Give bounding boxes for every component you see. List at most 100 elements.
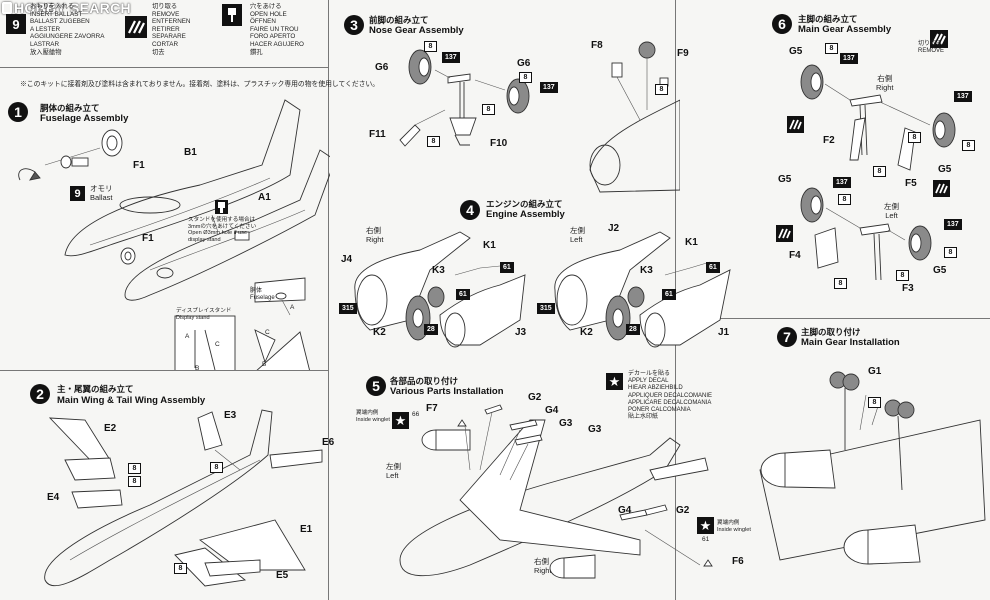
part-k1-right: K1 — [483, 240, 496, 251]
step-2-number: 2 — [30, 384, 50, 404]
part-f8: F8 — [591, 40, 603, 51]
step-6-title-en: Main Gear Assembly — [798, 24, 892, 35]
open-hole-icon — [222, 4, 242, 26]
part-e3: E3 — [224, 410, 237, 421]
decal-star-icon: ★ — [606, 373, 623, 390]
tag-g6-left-color: 8 — [424, 41, 437, 52]
stand-hole-icon — [215, 200, 228, 214]
step-2-title-en: Main Wing & Tail Wing Assembly — [57, 395, 206, 406]
part-g5-left-inner: G5 — [933, 265, 947, 276]
main-gear-drawing — [800, 64, 956, 281]
various-parts-drawing — [399, 404, 713, 579]
part-g5-left-outer: G5 — [778, 174, 792, 185]
step-6-number: 6 — [772, 14, 792, 34]
part-g2-lower: G2 — [676, 505, 690, 516]
part-f5: F5 — [905, 178, 917, 189]
remove-mark-right-1 — [787, 116, 804, 133]
tag-strut-color: 8 — [482, 104, 495, 115]
stand-label-c: C — [215, 341, 220, 348]
stand-part-label-b: B — [262, 361, 267, 368]
part-g3-lower: G3 — [588, 424, 602, 435]
part-g1: G1 — [868, 366, 882, 377]
tag-g5-ri-tire: 137 — [954, 91, 972, 102]
watermark: HOBBY SEARCH — [2, 0, 131, 16]
tag-e3-color: 8 — [210, 462, 223, 473]
tag-g5-r-tire: 137 — [840, 53, 858, 64]
tag-k3-left: 61 — [662, 289, 676, 300]
tag-g5-li-color: 8 — [944, 247, 957, 258]
tag-g5-li-tire: 137 — [944, 219, 962, 230]
tag-g5-l-tire: 137 — [833, 177, 851, 188]
step-3-title-en: Nose Gear Assembly — [369, 25, 464, 36]
part-k3-left: K3 — [640, 265, 653, 276]
tag-f5-color: 8 — [908, 132, 921, 143]
step-7-title-jp: 主脚の取り付け — [801, 327, 861, 337]
winglet-decal-num-right: 61 — [702, 536, 710, 543]
step-1-title-en: Fuselage Assembly — [40, 113, 129, 124]
step-4-number: 4 — [460, 200, 480, 220]
engine-drawing — [354, 231, 731, 348]
part-e2: E2 — [104, 423, 117, 434]
part-g4-top: G4 — [545, 405, 559, 416]
legend-divider — [0, 67, 328, 68]
step-7-number: 7 — [777, 327, 797, 347]
part-g6-right: G6 — [517, 58, 531, 69]
fuselage-drawing — [18, 99, 330, 370]
part-g5-right-outer: G5 — [789, 46, 803, 57]
tag-g6-right-tire: 137 — [540, 82, 558, 93]
tag-j2: 315 — [537, 303, 555, 314]
remove-mark-right-2-glyph — [935, 183, 948, 194]
remove-mark-left-1 — [776, 225, 793, 242]
part-g2-top: G2 — [528, 392, 542, 403]
wing-drawing — [44, 409, 323, 587]
part-f1-bottom: F1 — [142, 233, 154, 244]
part-k2-left: K2 — [580, 327, 593, 338]
tag-g1-color: 8 — [868, 397, 881, 408]
tag-g5-ri-color: 8 — [962, 140, 975, 151]
part-k3-right: K3 — [432, 265, 445, 276]
tag-g6-right-color: 8 — [519, 72, 532, 83]
tag-k1-right: 61 — [500, 262, 514, 273]
tag-f3-color: 8 — [896, 270, 909, 281]
part-f9: F9 — [677, 48, 689, 59]
tag-e2-color: 8 — [128, 463, 141, 474]
part-g5-right-inner: G5 — [938, 164, 952, 175]
step-5-title-en: Various Parts Installation — [390, 386, 504, 397]
part-f10: F10 — [490, 138, 508, 149]
part-e6: E6 — [322, 437, 335, 448]
tag-f4-color: 8 — [834, 278, 847, 289]
step-1-number: 1 — [8, 102, 28, 122]
step-1-title-jp: 胴体の組み立て — [40, 103, 100, 113]
step-6-remove-icon — [930, 30, 948, 48]
tag-j4: 315 — [339, 303, 357, 314]
stand-label-b: B — [195, 365, 200, 372]
part-k2-right: K2 — [373, 327, 386, 338]
tag-k2-right: 28 — [424, 324, 438, 335]
stand-label-a: A — [185, 333, 190, 340]
tag-k1-left: 61 — [706, 262, 720, 273]
step-6-title-jp: 主脚の組み立て — [798, 14, 858, 24]
part-j3: J3 — [515, 327, 527, 338]
ballast-mark-icon: 9 — [70, 186, 85, 201]
part-e1: E1 — [300, 524, 313, 535]
part-f7: F7 — [426, 403, 438, 414]
part-a1: A1 — [258, 192, 271, 203]
step-3-number: 3 — [344, 15, 364, 35]
tag-f2-color: 8 — [873, 166, 886, 177]
tag-k2-left: 28 — [626, 324, 640, 335]
winglet-decal-star-left: ★ — [392, 412, 409, 429]
step-4-title-en: Engine Assembly — [486, 209, 565, 220]
